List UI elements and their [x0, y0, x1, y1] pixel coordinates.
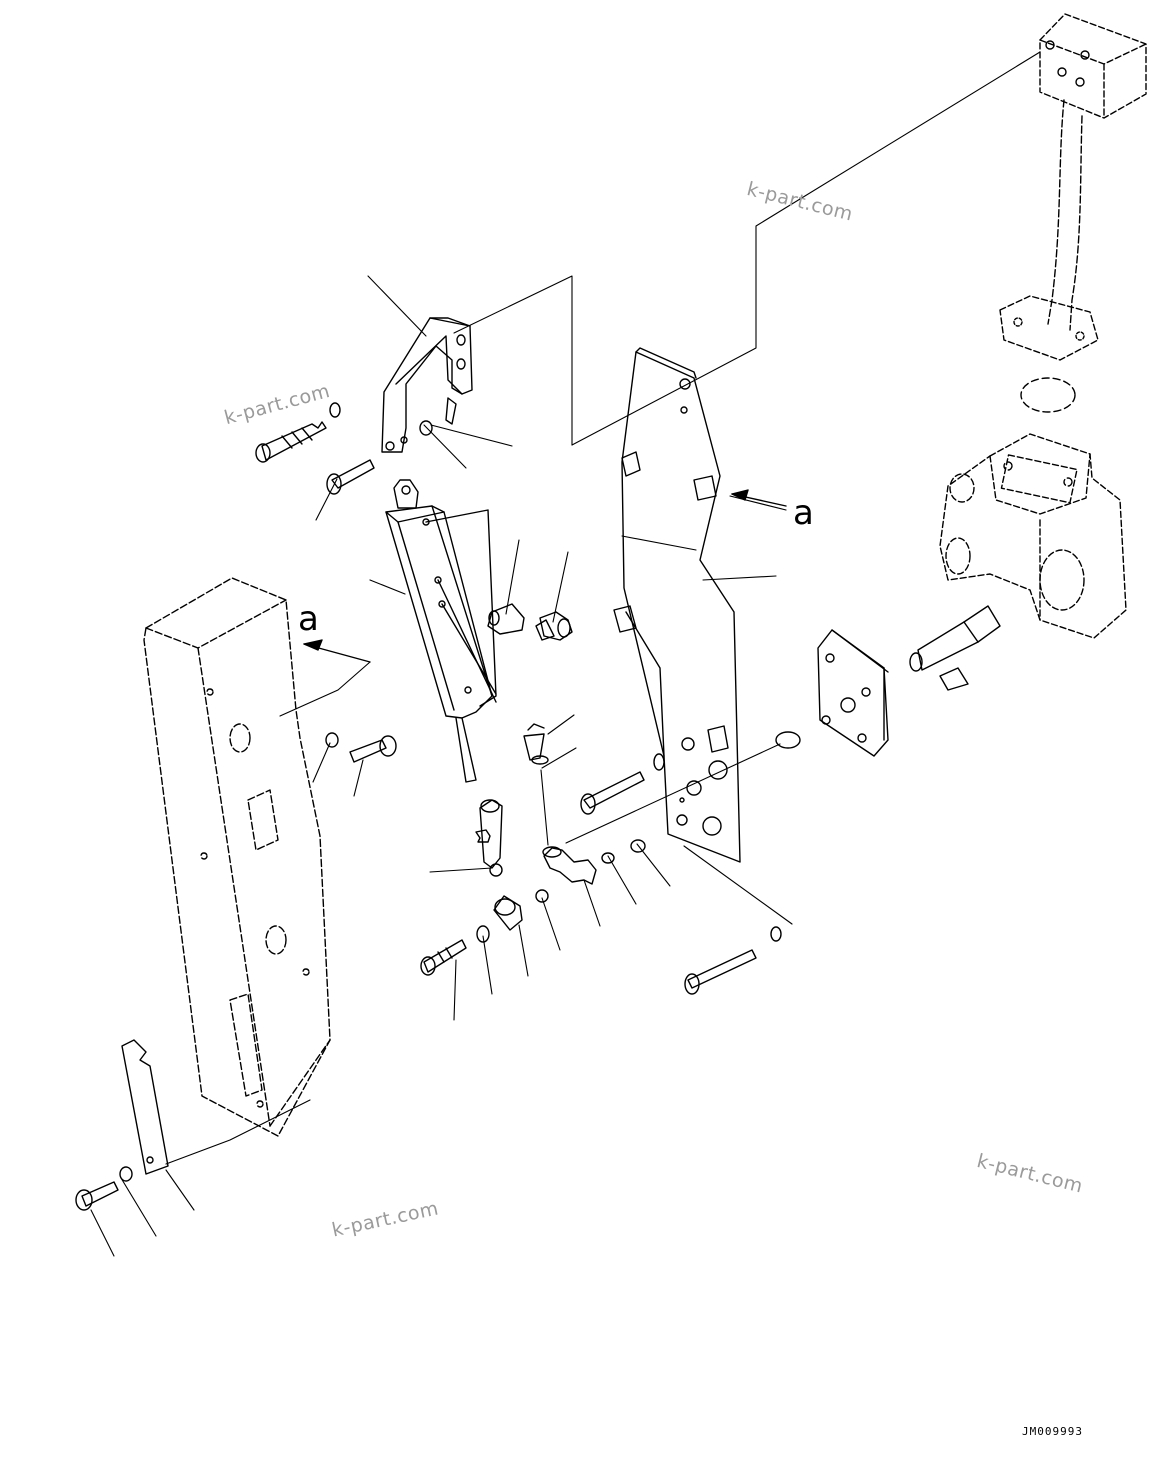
upper-bracket	[381, 317, 473, 453]
upper-pipe	[999, 13, 1147, 413]
plate-bolts	[580, 771, 782, 995]
middle-linkage	[420, 723, 597, 976]
callout-a-left: a	[298, 599, 319, 639]
leader-lines	[90, 51, 1041, 1257]
frame-bolt	[349, 735, 397, 763]
fittings	[487, 603, 573, 641]
plate-arrow	[731, 489, 787, 507]
callout-a-right: a	[793, 493, 814, 533]
main-plate	[613, 347, 741, 863]
shaft-and-key	[909, 605, 1001, 691]
valve-body	[939, 433, 1127, 639]
pin	[326, 459, 375, 495]
flange-plate	[817, 629, 889, 757]
frame-arrow	[303, 639, 371, 663]
small-bracket	[121, 1039, 169, 1175]
small-bracket-bolt	[75, 1181, 119, 1211]
drawing-code: JM009993	[1022, 1425, 1083, 1438]
left-frame	[143, 577, 331, 1137]
bracket-bolt	[255, 402, 341, 463]
gas-spring	[385, 479, 497, 783]
